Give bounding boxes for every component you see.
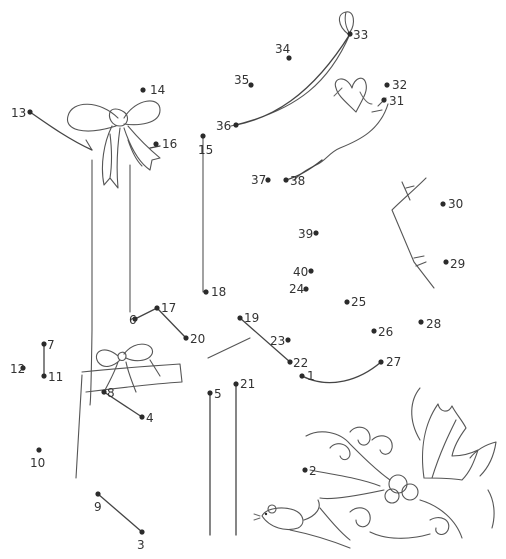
dot-21 <box>233 381 239 387</box>
dot-label-39: 39 <box>298 227 313 241</box>
dot-9 <box>95 491 101 497</box>
dot-11 <box>41 373 47 379</box>
dot-24 <box>303 286 309 292</box>
dot-label-25: 25 <box>351 295 366 309</box>
dot-12 <box>20 365 26 371</box>
dot-33 <box>347 31 353 37</box>
dot-26 <box>371 328 377 334</box>
dot-10 <box>36 447 42 453</box>
dot-37 <box>265 177 271 183</box>
small-gift-drawing <box>75 337 251 479</box>
dot-29 <box>443 259 449 265</box>
dot-label-29: 29 <box>450 257 465 271</box>
dot-label-15: 15 <box>198 143 213 157</box>
dot-label-21: 21 <box>240 377 255 391</box>
dot-label-24: 24 <box>289 282 304 296</box>
dot-20 <box>183 335 189 341</box>
dot-label-36: 36 <box>216 119 231 133</box>
dot-label-37: 37 <box>251 173 266 187</box>
dot-label-22: 22 <box>293 356 308 370</box>
dot-label-5: 5 <box>214 387 222 401</box>
dot-label-18: 18 <box>211 285 226 299</box>
dot-15 <box>200 133 206 139</box>
dot-label-14: 14 <box>150 83 165 97</box>
dot-30 <box>440 201 446 207</box>
dot-label-31: 31 <box>389 94 404 108</box>
dot-25 <box>344 299 350 305</box>
dot-label-34: 34 <box>275 42 290 56</box>
dot-3 <box>139 529 145 535</box>
dot-39 <box>313 230 319 236</box>
dot-28 <box>418 319 424 325</box>
dot-18 <box>203 289 209 295</box>
dot-label-11: 11 <box>48 370 63 384</box>
guide-lines <box>29 33 382 536</box>
dot-label-17: 17 <box>161 301 176 315</box>
dot-label-35: 35 <box>234 73 249 87</box>
dot-label-30: 30 <box>448 197 463 211</box>
dot-label-40: 40 <box>293 265 308 279</box>
dot-label-38: 38 <box>290 174 305 188</box>
holly-drawing <box>289 387 497 549</box>
dot-label-2: 2 <box>309 464 317 478</box>
numbered-dots: 1234567891011121314151617181920212223242… <box>10 28 465 552</box>
dot-label-19: 19 <box>244 311 259 325</box>
dot-27 <box>378 359 384 365</box>
dot-label-23: 23 <box>270 334 285 348</box>
dot-label-20: 20 <box>190 332 205 346</box>
dot-14 <box>140 87 146 93</box>
dot-22 <box>287 359 293 365</box>
dot-label-4: 4 <box>146 411 154 425</box>
dot-label-26: 26 <box>378 325 393 339</box>
dot-17 <box>154 305 160 311</box>
dot-2 <box>302 467 308 473</box>
dot-label-33: 33 <box>353 28 368 42</box>
dot-label-13: 13 <box>11 106 26 120</box>
dot-1 <box>299 373 305 379</box>
mouse-drawing <box>253 499 320 531</box>
dot-38 <box>283 177 289 183</box>
dot-40 <box>308 268 314 274</box>
dot-23 <box>285 337 291 343</box>
dot-36 <box>233 122 239 128</box>
dot-19 <box>237 315 243 321</box>
dot-31 <box>381 97 387 103</box>
dot-34 <box>286 55 292 61</box>
dot-label-32: 32 <box>392 78 407 92</box>
dot-label-16: 16 <box>162 137 177 151</box>
dot-16 <box>153 141 159 147</box>
dot-label-1: 1 <box>307 369 315 383</box>
dot-label-7: 7 <box>47 338 55 352</box>
big-gift-drawing <box>66 100 204 406</box>
dot-35 <box>248 82 254 88</box>
dot-4 <box>139 414 145 420</box>
dot-6 <box>132 316 138 322</box>
dot-label-3: 3 <box>137 538 145 552</box>
dot-13 <box>27 109 33 115</box>
right-bracket-drawing <box>391 177 435 289</box>
dot-label-28: 28 <box>426 317 441 331</box>
dot-label-12: 12 <box>10 362 25 376</box>
dot-32 <box>384 82 390 88</box>
dot-label-10: 10 <box>30 456 45 470</box>
dot-8 <box>101 389 107 395</box>
dot-label-6: 6 <box>129 313 137 327</box>
dot-label-9: 9 <box>94 500 102 514</box>
dot-5 <box>207 390 213 396</box>
dot-label-27: 27 <box>386 355 401 369</box>
dot-label-8: 8 <box>107 386 115 400</box>
dot-7 <box>41 341 47 347</box>
